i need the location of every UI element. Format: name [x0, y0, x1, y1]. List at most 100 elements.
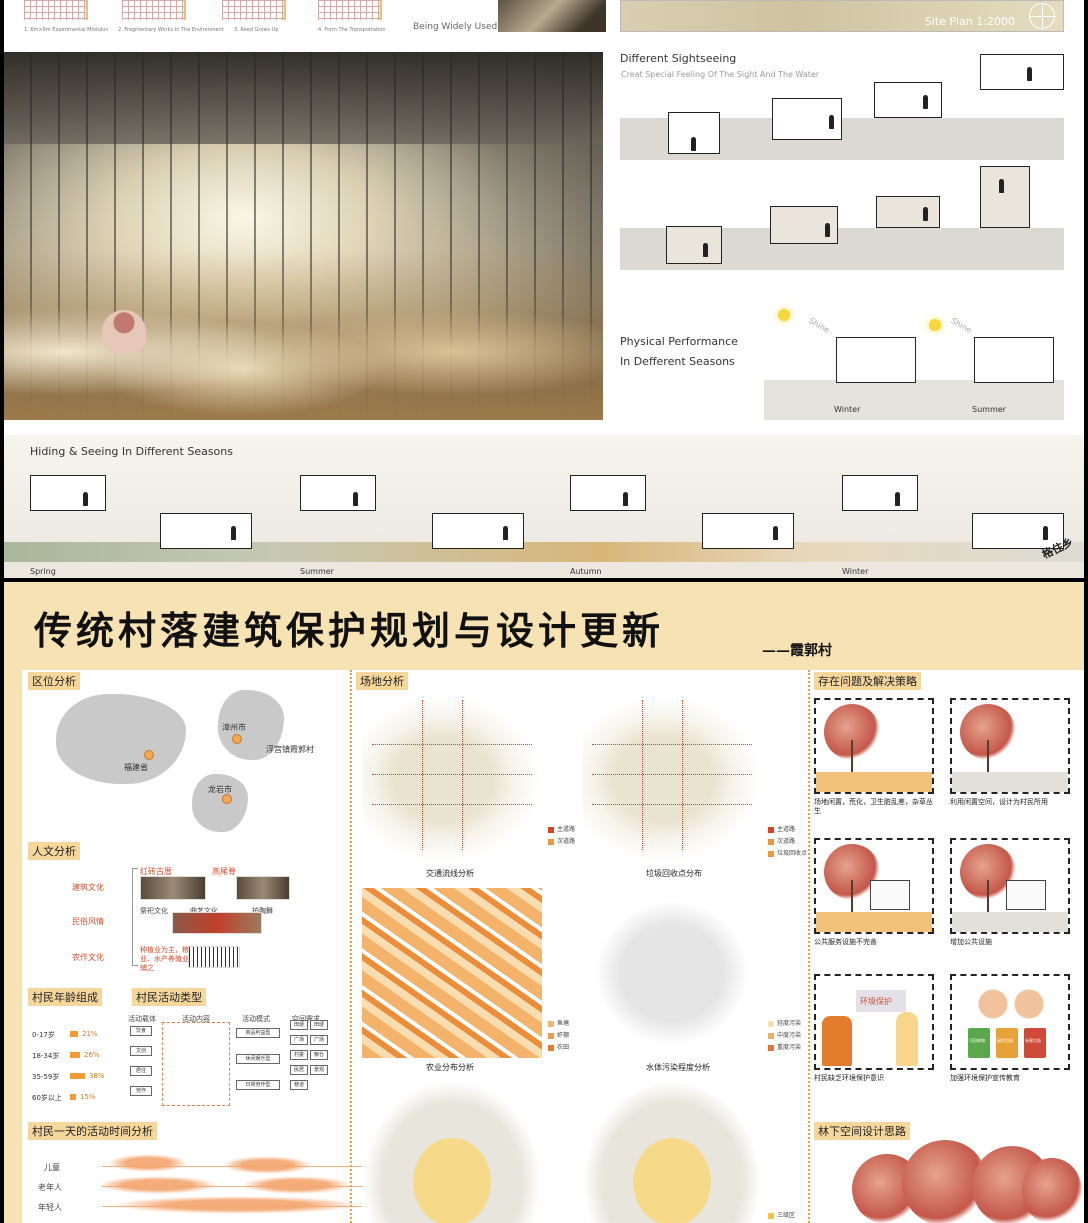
site-plan-label: Site Plan 1:2000: [924, 15, 1015, 28]
summer-upper-box: [300, 475, 376, 511]
site-map-legend: 主道路: [548, 824, 575, 833]
timeline-elderly: [102, 1186, 362, 1187]
board-title: 传统村落建筑保护规划与设计更新: [34, 608, 665, 653]
site-map-legend: 垃圾回收点: [768, 848, 807, 857]
age-label: 0-17岁: [32, 1031, 55, 1039]
view-section-4: [980, 54, 1064, 90]
fujian-map: [218, 690, 284, 760]
concept-diagram-strip: 1. 6m×6m Experimental Modulus 2. Fragmen…: [4, 0, 1084, 46]
folk-photo: [172, 912, 262, 934]
children-wave-1: [108, 1154, 188, 1172]
spring-lower-box: [160, 513, 252, 549]
shine-label-summer: Shine: [949, 316, 974, 335]
view-section-3: [874, 82, 942, 118]
autumn-lower-box: [702, 513, 794, 549]
age-value: 38%: [89, 1072, 105, 1080]
site-map-caption: 水体污染程度分析: [646, 1063, 710, 1072]
group-elderly: 老年人: [38, 1183, 62, 1192]
problem-box-2: [950, 698, 1070, 794]
activity-space-box: 田埂: [310, 1020, 328, 1030]
reed-grid-diagram: [222, 0, 286, 20]
physical-title-line1: Physical Performance: [620, 335, 738, 348]
analysis-panel: 区位分析 福建省 漳州市 龙岩市 浮宫镇霞郭村 人文分析 建筑文化 民俗风情 农…: [22, 670, 1084, 1223]
humanities-category-1: 建筑文化: [72, 883, 104, 892]
trash-bin-2: 厨余垃圾: [996, 1028, 1018, 1058]
daily-time-tag: 村民一天的活动时间分析: [28, 1122, 157, 1140]
legend-label: 轻度污染: [777, 1020, 802, 1027]
problem-ground: [816, 912, 932, 932]
spring-upper-box: [30, 475, 106, 511]
problem-caption: 利用闲置空间，设计为村民所用: [950, 798, 1048, 806]
site-map-1: [362, 694, 542, 864]
being-widely-used-label: Being Widely Used: [413, 22, 498, 32]
site-map-legend: 轻度污染: [768, 1018, 801, 1027]
hiding-title: Hiding & Seeing In Different Seasons: [30, 445, 233, 458]
elderly-wave-2: [242, 1176, 352, 1194]
legend-swatch: [548, 1020, 554, 1027]
age-value: 26%: [84, 1051, 100, 1059]
legend-swatch: [768, 838, 774, 845]
activity-content-frame: [162, 1022, 230, 1106]
modulus-grid-diagram: [24, 0, 88, 20]
villager-figure: [822, 1016, 852, 1066]
transport-grid-diagram: [318, 0, 382, 20]
strip-caption-3: 3. Reed Grows Up: [234, 27, 279, 33]
site-map-legend: 中度污染: [768, 1030, 801, 1039]
wind-label-winter: Wind: [869, 342, 890, 351]
road-line: [592, 804, 752, 805]
site-plan: Site Plan 1:2000: [620, 0, 1064, 32]
winter-upper-box: [842, 475, 918, 511]
legend-label: 虾棚: [557, 1032, 570, 1039]
swallowtail-photo: [236, 876, 290, 900]
zhangzhou-marker: [232, 734, 242, 744]
age-label: 18-34岁: [32, 1052, 60, 1060]
road-line: [422, 700, 423, 850]
compass-icon: [1029, 3, 1056, 30]
interior-rendering: [4, 52, 603, 420]
problem-box-3: [814, 838, 934, 934]
age-bar: [70, 1052, 80, 1058]
perf-ground: [764, 380, 1064, 420]
problem-ground: [952, 912, 1068, 932]
view-section-6: [770, 206, 838, 244]
activity-type-tag: 村民活动类型: [132, 988, 206, 1006]
location-analysis-tag: 区位分析: [28, 672, 80, 690]
farming-photo: [188, 946, 240, 968]
problem-caption: 加强环境保护宣传教育: [950, 1074, 1020, 1082]
legend-swatch: [768, 826, 774, 833]
children-wave-2: [222, 1156, 312, 1174]
summer-section: Wind: [974, 337, 1054, 383]
view-section-1: [668, 112, 720, 154]
problem-ground: [952, 772, 1068, 792]
view-section-7: [876, 196, 940, 228]
activity-space-box: 巷道: [290, 1080, 308, 1090]
activity-space-box: 民居: [290, 1065, 308, 1075]
age-label: 35-59岁: [32, 1073, 60, 1081]
reed-detail-photo: [498, 0, 606, 32]
problem-box-6: 可回收物 厨余垃圾 有害垃圾: [950, 974, 1070, 1070]
site-map-6: [582, 1080, 762, 1223]
bin-label: 可回收物: [969, 1038, 985, 1043]
bin-label: 有害垃圾: [1025, 1038, 1041, 1043]
age-value: 15%: [80, 1093, 96, 1101]
item-ritual: 祭祀文化: [140, 907, 168, 915]
age-bar: [70, 1094, 76, 1100]
activity-carrier-box: 劳作: [130, 1086, 152, 1096]
physical-performance-diagram: Shine Shine Wind Wind Winter Summer: [764, 305, 1064, 420]
legend-label: 鱼塘: [557, 1020, 570, 1027]
reed-field: [4, 250, 603, 420]
site-map-caption: 垃圾回收点分布: [646, 869, 702, 878]
site-map-caption: 交通流线分析: [426, 869, 474, 878]
activity-mode-box: 日常劳作型: [236, 1080, 280, 1090]
sun-icon-summer: [929, 319, 941, 331]
view-section-8: [980, 166, 1030, 228]
summer-lower-box: [432, 513, 524, 549]
season-autumn: Autumn: [570, 567, 602, 576]
strip-caption-2: 2. Fragmentary Works In The Environment: [118, 27, 224, 33]
activity-space-box: 广场: [290, 1035, 308, 1045]
sun-icon-winter: [778, 309, 790, 321]
item-opera: 曲艺文化: [190, 907, 218, 915]
problem-house: [870, 880, 910, 910]
wind-label-summer: Wind: [1009, 342, 1030, 351]
longyan-marker: [222, 794, 232, 804]
